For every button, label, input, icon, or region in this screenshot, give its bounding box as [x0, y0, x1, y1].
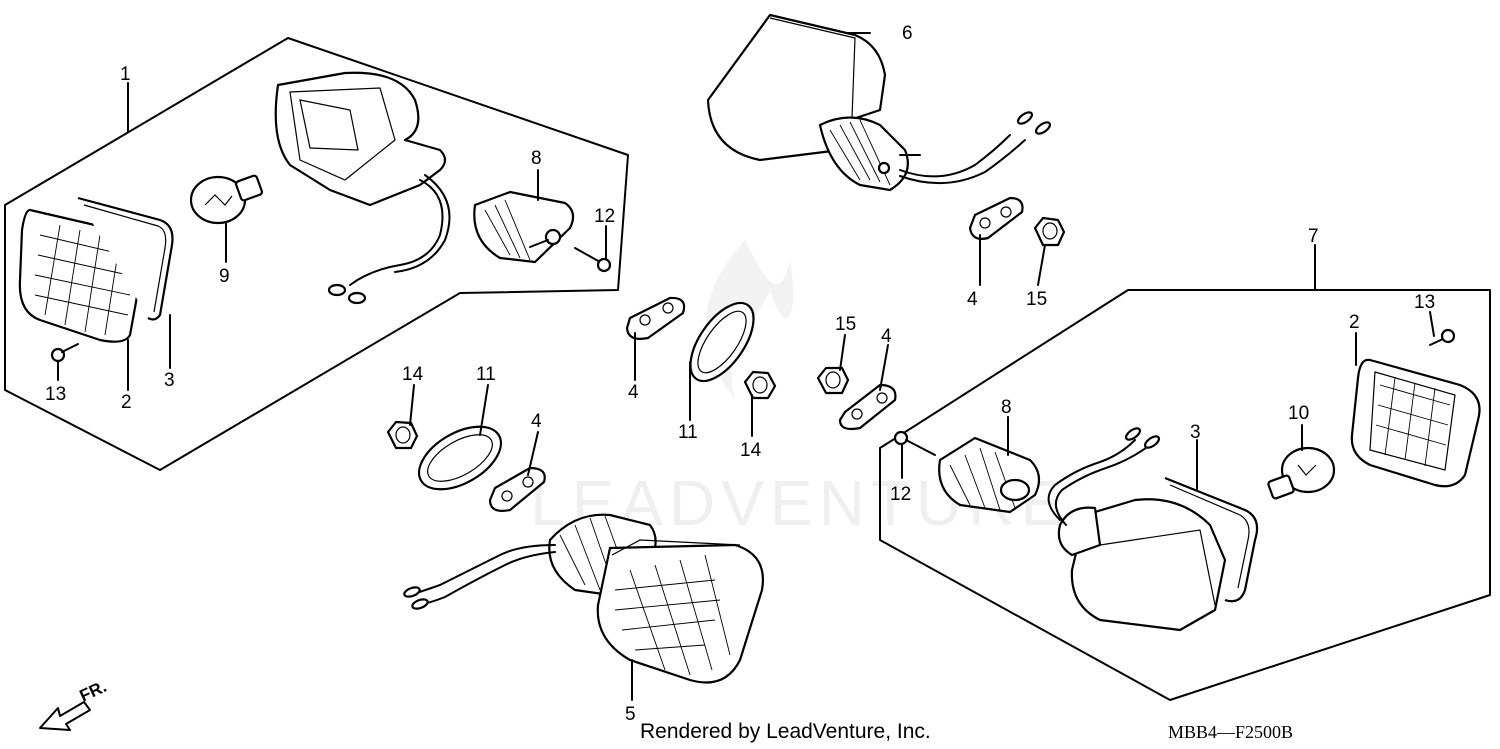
callout-14-left: 14 — [402, 364, 424, 385]
callout-4-center-right: 4 — [881, 326, 892, 347]
base-left — [473, 190, 575, 264]
signal-front-right — [403, 513, 764, 684]
direction-label: FR. — [77, 677, 110, 706]
callout-2-right: 2 — [1349, 312, 1360, 333]
base-right — [938, 436, 1041, 514]
callout-4-top: 4 — [967, 289, 978, 310]
gasket-4-center-right — [838, 383, 897, 431]
leader-lines — [57, 32, 1435, 701]
callout-numbers: 1 2 3 13 9 8 12 6 4 15 7 4 11 14 15 4 14… — [45, 23, 1435, 725]
callout-11-left: 11 — [476, 364, 496, 385]
bulb-right — [1267, 446, 1336, 500]
callout-11-center: 11 — [678, 422, 698, 443]
callout-15-center: 15 — [835, 314, 856, 335]
front-direction-indicator: FR. — [39, 677, 110, 731]
ring-11-center — [689, 301, 755, 383]
nut-15-top — [1033, 216, 1066, 247]
arrow-down-left-icon — [39, 701, 91, 731]
bulb-left — [189, 174, 264, 225]
callout-3-left: 3 — [164, 370, 175, 391]
callout-8-right: 8 — [1001, 397, 1012, 418]
callout-15-top: 15 — [1026, 289, 1047, 310]
gasket-left — [77, 196, 174, 321]
gasket-4-top — [968, 196, 1024, 240]
callout-13-right: 13 — [1414, 292, 1435, 313]
nut-14-left — [386, 420, 419, 450]
callout-1: 1 — [120, 64, 131, 85]
callout-6: 6 — [902, 23, 913, 44]
nut-15-center — [816, 366, 850, 395]
assembly-rear-right — [879, 289, 1491, 701]
gasket-4-left — [488, 466, 546, 512]
callout-5: 5 — [625, 704, 636, 725]
callout-2-left: 2 — [121, 392, 132, 413]
callout-10: 10 — [1288, 403, 1309, 424]
callout-4-left: 4 — [531, 411, 542, 432]
callout-7: 7 — [1308, 226, 1319, 247]
lens-right — [1350, 358, 1481, 488]
housing-right — [1047, 427, 1227, 632]
callout-13-left: 13 — [45, 384, 66, 405]
screw-13-left — [50, 343, 79, 363]
callout-4-center: 4 — [628, 382, 639, 403]
screw-12-right — [893, 430, 936, 456]
callout-3-right: 3 — [1190, 422, 1201, 443]
screw-13-right — [1429, 328, 1456, 346]
nut-14-center — [743, 370, 777, 400]
callout-9: 9 — [219, 266, 230, 287]
callout-8-left: 8 — [531, 148, 542, 169]
assembly-front-left — [4, 37, 629, 471]
callout-12-left: 12 — [594, 206, 615, 227]
diagram-code: MBB4—F2500B — [1168, 722, 1293, 742]
ring-11-left — [417, 425, 503, 491]
signal-rear-left — [706, 13, 1052, 192]
callout-14-center: 14 — [740, 440, 762, 461]
render-credit: Rendered by LeadVenture, Inc. — [640, 720, 931, 743]
callout-12-right: 12 — [890, 484, 911, 505]
housing-left — [274, 71, 451, 305]
gasket-4-center — [625, 296, 686, 340]
screw-12-left — [574, 247, 612, 273]
